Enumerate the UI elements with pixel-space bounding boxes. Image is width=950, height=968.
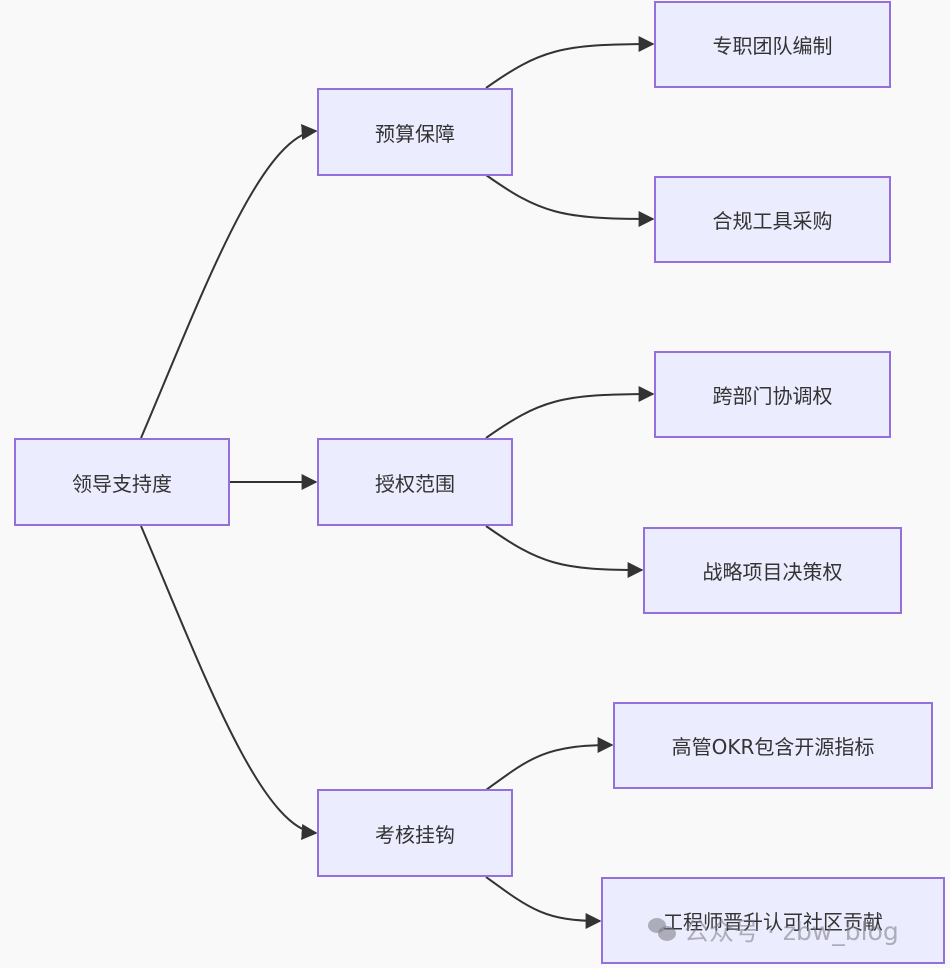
node-exec-okr: 高管OKR包含开源指标 [613,702,933,789]
edge-b3-b3c2 [485,876,602,929]
node-budget: 预算保障 [317,88,513,176]
node-strategic-decision: 战略项目决策权 [643,527,902,614]
node-assessment: 考核挂钩 [317,789,513,877]
node-compliance-tools: 合规工具采购 [654,176,891,263]
node-root: 领导支持度 [14,438,230,526]
edge-b2-b2c2 [485,525,644,578]
node-engineer-promotion: 工程师晋升认可社区贡献 [601,877,945,964]
node-label: 专职团队编制 [712,34,833,58]
node-label: 合规工具采购 [712,209,833,233]
node-label: 授权范围 [375,471,455,496]
node-cross-dept: 跨部门协调权 [654,351,891,438]
node-dedicated-team: 专职团队编制 [654,1,891,88]
node-label: 跨部门协调权 [712,384,833,408]
edge-root-b1 [140,124,318,439]
node-label: 考核挂钩 [375,822,455,847]
edge-root-b3 [140,525,318,840]
node-label: 工程师晋升认可社区贡献 [663,910,883,934]
node-label: 预算保障 [375,121,455,146]
node-authority: 授权范围 [317,438,513,526]
node-label: 高管OKR包含开源指标 [671,735,875,759]
edge-b3-b3c1 [485,737,614,791]
node-label: 领导支持度 [72,471,172,496]
watermark: 公众号 · zbw_blog [648,912,899,948]
watermark-text: 公众号 · zbw_blog [684,917,899,946]
edge-b2-b2c1 [485,386,655,439]
edge-b1-b1c1 [485,36,655,89]
node-label: 战略项目决策权 [702,560,843,584]
wechat-icon [648,918,678,942]
edge-b1-b1c2 [485,174,655,227]
